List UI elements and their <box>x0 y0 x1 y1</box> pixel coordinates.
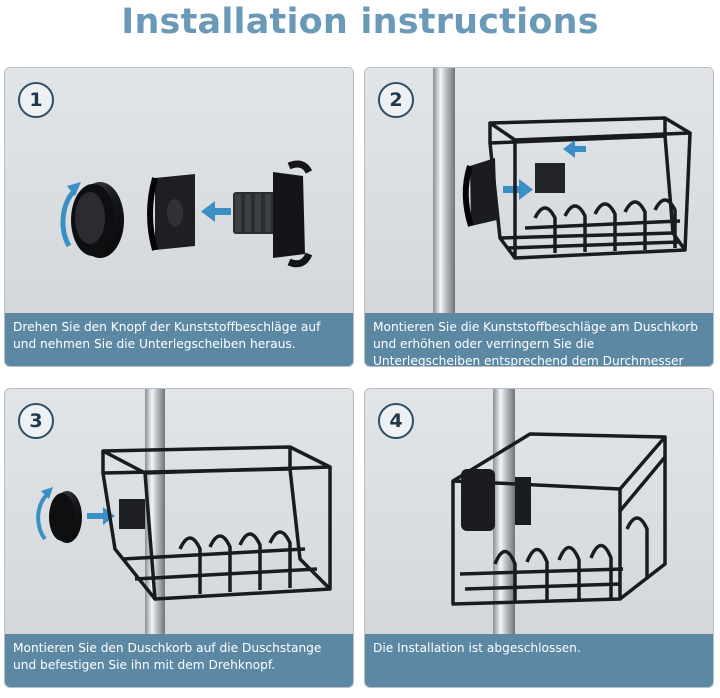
step-caption: Die Installation ist abgeschlossen. <box>365 634 713 687</box>
washer-icon <box>147 174 195 251</box>
arrow-icon <box>201 201 231 222</box>
pole-icon <box>433 68 455 323</box>
basket-icon <box>451 432 667 606</box>
clamp-icon <box>462 158 497 227</box>
step-number-badge: 2 <box>378 82 414 118</box>
step-caption: Drehen Sie den Knopf der Kunststoffbesch… <box>5 313 353 366</box>
step-caption: Montieren Sie den Duschkorb auf die Dusc… <box>5 634 353 687</box>
step-2-illustration <box>365 68 713 323</box>
arrow-icon <box>563 140 586 158</box>
step-4-panel: 4 Die Installation ist abgeschlossen. <box>364 388 714 688</box>
step-1-illustration <box>5 68 353 323</box>
step-number-badge: 1 <box>18 82 54 118</box>
pole-icon <box>493 389 515 644</box>
step-4-illustration <box>365 389 713 644</box>
clamp-icon <box>233 160 313 268</box>
step-1-panel: 1 Drehen Sie den Knopf der Kunststoffbes… <box>4 67 354 367</box>
pole-icon <box>145 389 165 644</box>
step-2-panel: 2 Montieren Sie die Kunststoffbeschläge … <box>364 67 714 367</box>
clamp-icon <box>461 469 531 531</box>
step-3-panel: 3 Montieren Sie den Duschkorb auf die Du… <box>4 388 354 688</box>
step-number-badge: 3 <box>18 403 54 439</box>
page-title: Installation instructions <box>121 2 599 42</box>
arrow-icon <box>503 179 533 200</box>
basket-icon <box>101 445 332 601</box>
basket-icon <box>488 116 692 260</box>
knob-icon <box>36 487 82 543</box>
step-number-badge: 4 <box>378 403 414 439</box>
knob-icon <box>60 182 124 258</box>
step-caption: Montieren Sie die Kunststoffbeschläge am… <box>365 313 713 366</box>
step-3-illustration <box>5 389 353 644</box>
